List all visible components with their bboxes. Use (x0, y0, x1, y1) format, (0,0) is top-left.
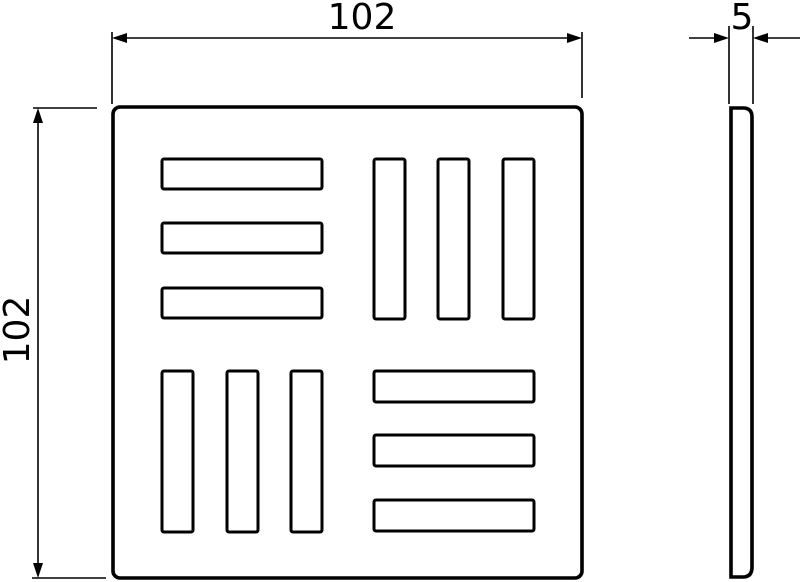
slot-group-bottom-right (372, 369, 536, 533)
thickness-label: 5 (731, 0, 754, 38)
plate-outline (111, 105, 584, 580)
slot (160, 157, 324, 191)
front-view (111, 105, 584, 580)
width-dimension: 102 (111, 0, 583, 104)
slot (436, 157, 471, 321)
height-label: 102 (0, 296, 38, 365)
slot (160, 286, 324, 320)
height-dimension: 102 (0, 107, 106, 579)
slot (501, 157, 536, 321)
slot (372, 498, 536, 533)
slot (289, 369, 324, 534)
slot (372, 369, 536, 404)
arrow-left-icon (112, 33, 127, 43)
slot (372, 433, 536, 468)
side-view-profile (729, 106, 754, 579)
arrow-down-icon (33, 563, 43, 578)
arrow-left-icon (753, 33, 768, 43)
arrow-right-icon (714, 33, 729, 43)
slot (225, 369, 260, 534)
thickness-dimension: 5 (689, 0, 800, 104)
slot-group-top-right (372, 157, 536, 321)
slot (372, 157, 407, 321)
arrow-right-icon (567, 33, 582, 43)
width-label: 102 (328, 0, 397, 38)
arrow-up-icon (33, 108, 43, 123)
slot-group-bottom-left (160, 369, 324, 534)
slot (160, 221, 324, 255)
slot (160, 369, 195, 534)
slot-group-top-left (160, 157, 324, 320)
